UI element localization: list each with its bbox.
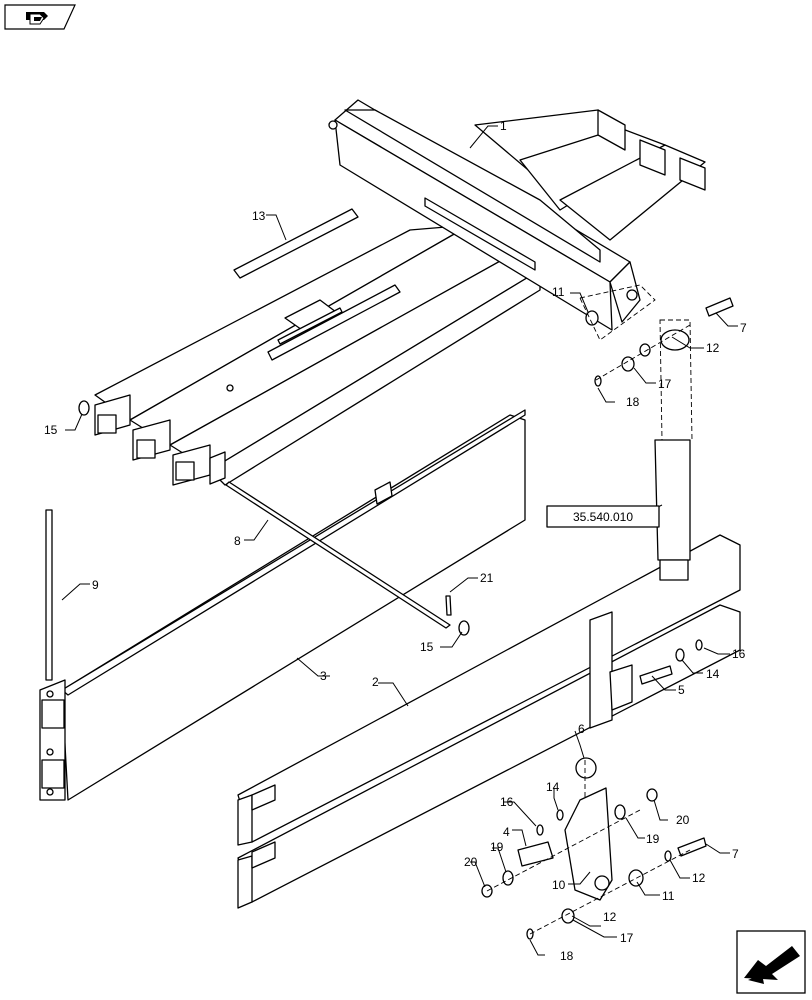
callout-14-right: 14 — [706, 667, 720, 681]
callout-2: 2 — [372, 675, 379, 689]
next-page-button[interactable] — [736, 930, 806, 994]
frame-part-2 — [237, 534, 741, 909]
callout-21: 21 — [480, 571, 494, 585]
main-frame-tubes — [94, 109, 706, 486]
reference-box[interactable]: 35.540.010 — [546, 505, 660, 528]
callout-15-right: 15 — [420, 640, 434, 654]
callout-9: 9 — [92, 578, 99, 592]
rod-part-8 — [225, 481, 451, 629]
book-arrow-icon — [4, 4, 76, 30]
pin-part-7-bottom — [677, 837, 707, 857]
plate-part-3 — [39, 409, 526, 801]
previous-page-button[interactable] — [4, 4, 76, 30]
callout-7-bottom: 7 — [732, 847, 739, 861]
callout-18-top: 18 — [626, 395, 640, 409]
callout-13: 13 — [252, 209, 266, 223]
arrow-left-icon — [736, 930, 806, 994]
callout-17-top: 17 — [658, 377, 672, 391]
callout-19-right: 19 — [646, 832, 660, 846]
callout-20-left: 20 — [464, 855, 478, 869]
crossbar-part-1 — [328, 99, 641, 331]
washers-and-pins — [78, 310, 703, 940]
pin-part-4 — [517, 841, 554, 867]
callout-12-bottom: 12 — [603, 910, 617, 924]
callout-5: 5 — [678, 683, 685, 697]
callout-numbers: 1 2 3 4 5 6 7 7 8 9 10 11 11 12 12 12 13… — [44, 119, 747, 963]
callout-3: 3 — [320, 669, 327, 683]
callout-1: 1 — [500, 119, 507, 133]
callout-17-bottom: 17 — [620, 931, 634, 945]
reference-label: 35.540.010 — [573, 510, 633, 524]
callout-6: 6 — [578, 722, 585, 736]
callout-11-top: 11 — [552, 285, 565, 299]
callout-11-bottom: 11 — [662, 889, 675, 903]
callout-18-bottom: 18 — [560, 949, 574, 963]
rod-part-9 — [45, 509, 53, 681]
callout-4: 4 — [503, 825, 510, 839]
callout-20-right: 20 — [676, 813, 690, 827]
hydraulic-cylinder — [654, 319, 693, 581]
callout-12-top: 12 — [706, 341, 720, 355]
pin-part-5 — [639, 665, 673, 685]
pin-part-7-top — [705, 297, 734, 317]
callout-15-left: 15 — [44, 423, 58, 437]
callout-12-mid: 12 — [692, 871, 706, 885]
callout-8: 8 — [234, 534, 241, 548]
callout-16-right: 16 — [732, 647, 746, 661]
callout-14-left: 14 — [546, 780, 560, 794]
callout-16-left: 16 — [500, 795, 514, 809]
decal-part-13 — [233, 208, 359, 279]
hinge-bracket-part-10 — [564, 757, 613, 901]
callout-10: 10 — [552, 878, 566, 892]
callout-7-top: 7 — [740, 321, 747, 335]
callout-19-left: 19 — [490, 840, 504, 854]
